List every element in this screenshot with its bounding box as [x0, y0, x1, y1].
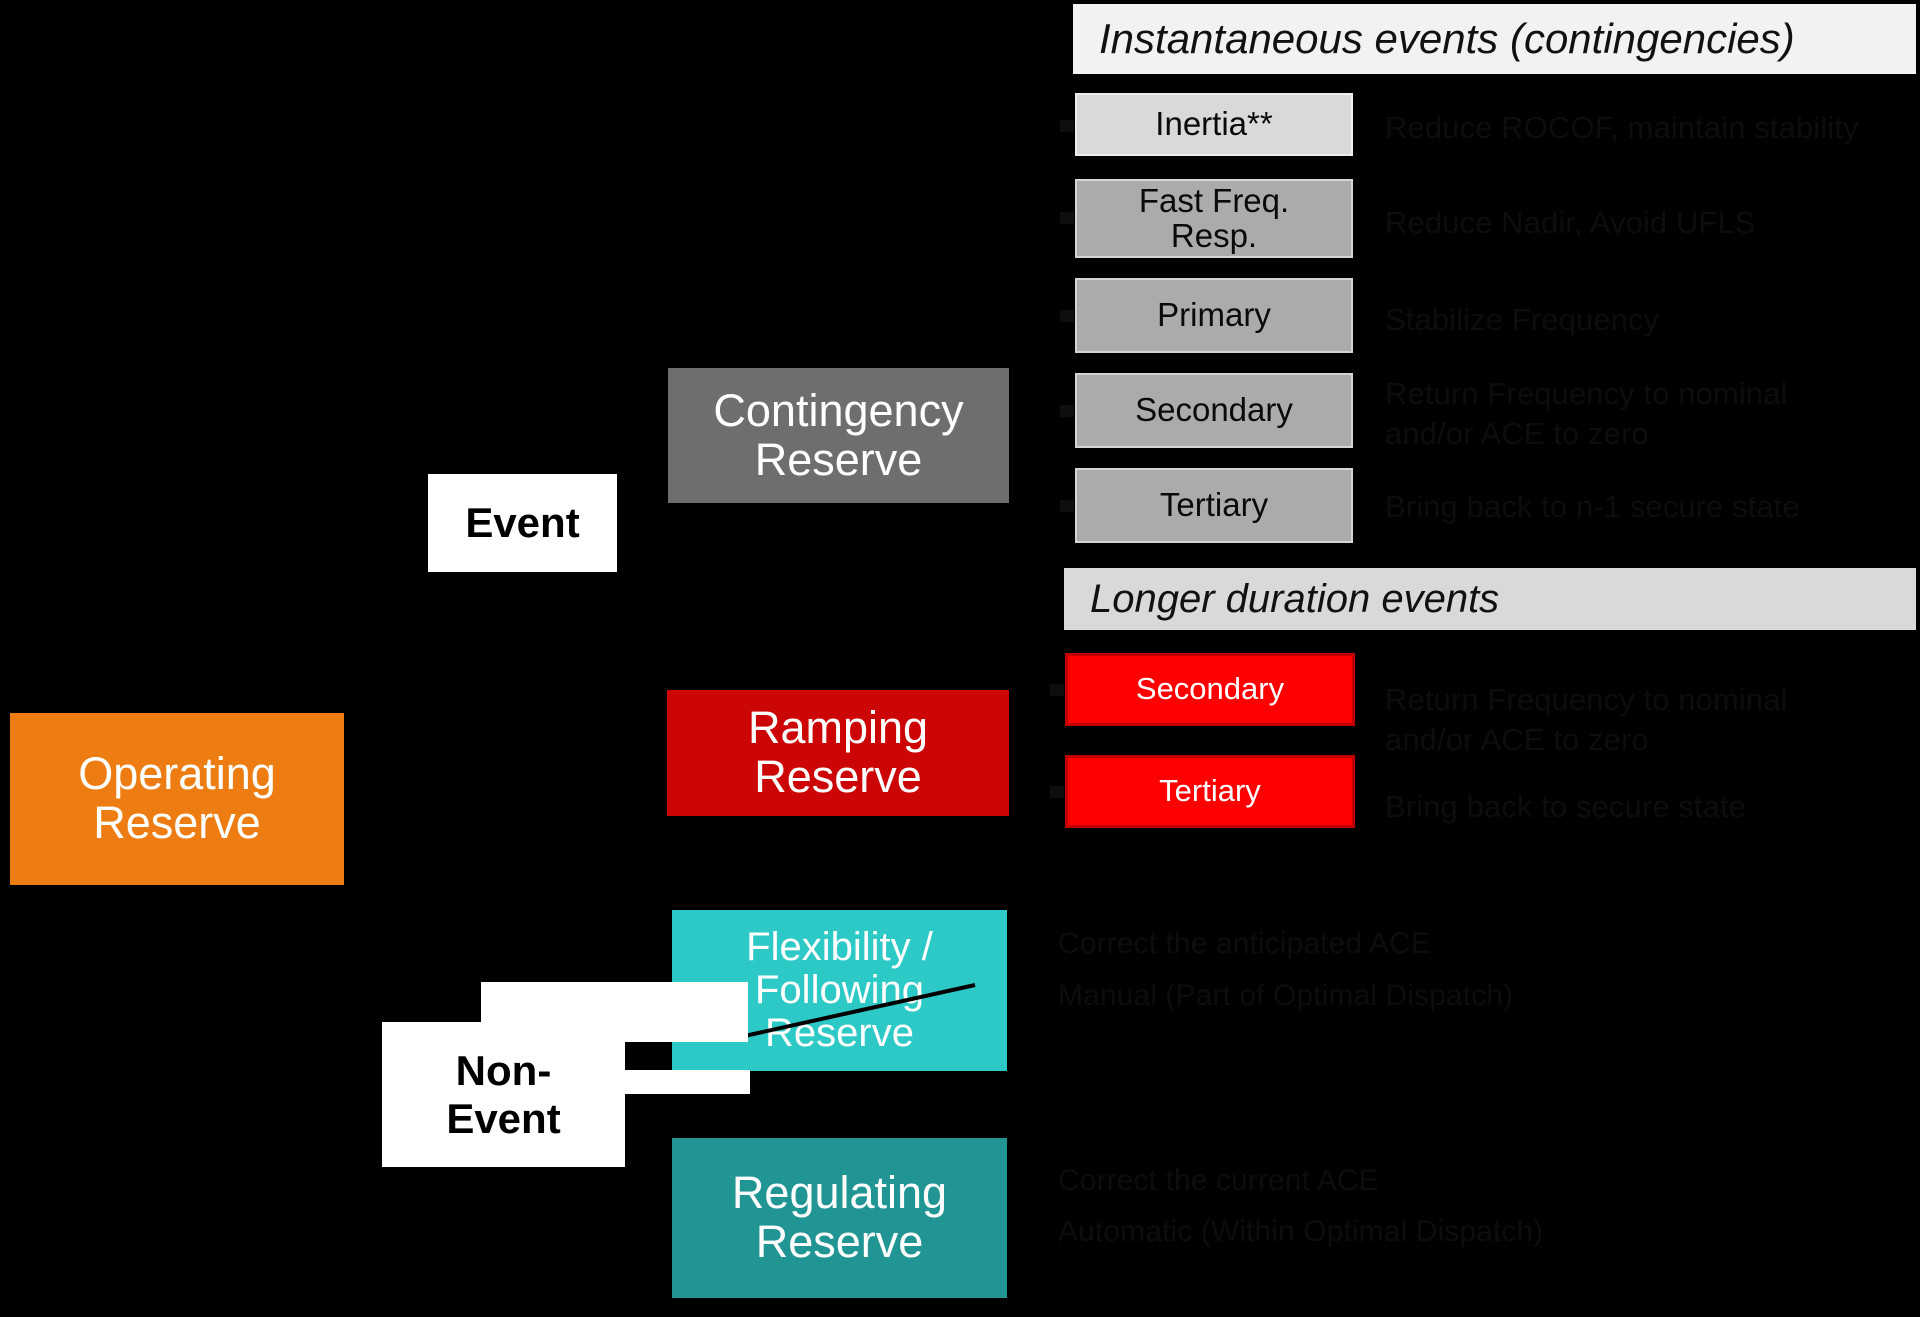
service-chip-tertiary-ramping: Tertiary: [1065, 755, 1355, 828]
branch-label-event: Event: [428, 474, 617, 572]
service-description-secondary-ramping: Return Frequency to nominal and/or ACE t…: [1385, 682, 1788, 757]
note-regulating-line1: Correct the current ACE: [1058, 1164, 1379, 1197]
section-header-instantaneous-events: Instantaneous events (contingencies): [1073, 4, 1916, 74]
service-chip-primary: Primary: [1075, 278, 1353, 353]
connector-stub-tertiary-ramping: [1050, 786, 1064, 798]
connector-stub-primary: [1060, 310, 1074, 322]
category-box-regulating-reserve: Regulating Reserve: [669, 1135, 1010, 1301]
note-flexibility-line2: Manual (Part of Optimal Dispatch): [1058, 979, 1514, 1012]
connector-stub-tertiary: [1060, 500, 1074, 512]
category-box-ramping-reserve: Ramping Reserve: [667, 690, 1009, 816]
service-chip-secondary-ramping: Secondary: [1065, 653, 1355, 726]
service-chip-fast-freq-resp: Fast Freq. Resp.: [1075, 179, 1353, 258]
section-header-longer-duration-events: Longer duration events: [1064, 568, 1916, 630]
branch-label-non-event: Non- Event: [382, 1022, 625, 1167]
connector-stub-fast-freq: [1060, 212, 1074, 224]
service-chip-tertiary-contingency: Tertiary: [1075, 468, 1353, 543]
service-chip-secondary-contingency: Secondary: [1075, 373, 1353, 448]
category-box-contingency-reserve: Contingency Reserve: [668, 368, 1009, 503]
service-description-fast-freq-resp: Reduce Nadir, Avoid UFLS: [1385, 205, 1756, 240]
service-description-primary: Stabilize Frequency: [1385, 302, 1660, 337]
service-description-tertiary-contingency: Bring back to n-1 secure state: [1385, 489, 1800, 524]
connector-stub-secondary-ramping: [1050, 684, 1064, 696]
root-box-operating-reserve: Operating Reserve: [10, 713, 344, 885]
service-description-inertia: Reduce ROCOF, maintain stability: [1385, 110, 1859, 145]
service-description-tertiary-ramping: Bring back to secure state: [1385, 789, 1747, 824]
connector-stub-secondary: [1060, 405, 1074, 417]
connector-stub-inertia: [1060, 120, 1074, 132]
service-chip-inertia: Inertia**: [1075, 93, 1353, 156]
service-description-secondary-contingency: Return Frequency to nominal and/or ACE t…: [1385, 376, 1788, 451]
connector-non-event-to-flexibility: [739, 983, 976, 1039]
note-flexibility-line1: Correct the anticipated ACE: [1058, 927, 1431, 960]
note-regulating-line2: Automatic (Within Optimal Dispatch): [1058, 1215, 1544, 1248]
